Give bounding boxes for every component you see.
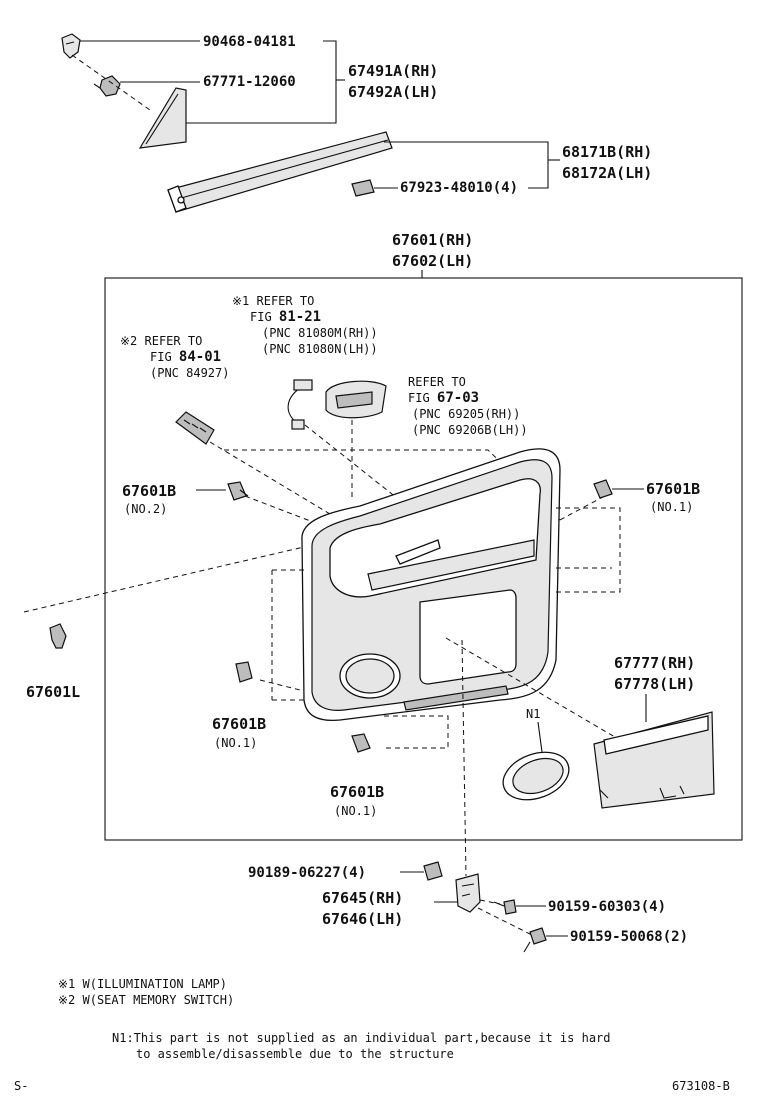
door-lower-cover-icon bbox=[593, 711, 715, 809]
label-67777: 67777(RH) bbox=[614, 654, 695, 672]
note-n1-line1: N1:This part is not supplied as an indiv… bbox=[112, 1031, 611, 1045]
clip-67601b-lower-icon bbox=[235, 661, 253, 683]
label-no1-bottom: (NO.1) bbox=[334, 804, 377, 818]
label-no1-lower: (NO.1) bbox=[214, 736, 257, 750]
clip-67601b-no2-icon bbox=[227, 481, 249, 501]
label-67491A: 67491A(RH) bbox=[348, 62, 438, 80]
ref1-line3: (PNC 81080M(RH)) bbox=[262, 326, 378, 340]
door-frame-board-icon bbox=[138, 87, 187, 149]
label-68171B: 68171B(RH) bbox=[562, 143, 652, 161]
label-no1-right: (NO.1) bbox=[650, 500, 693, 514]
label-67601b-bottom: 67601B bbox=[330, 783, 384, 801]
label-90159-60303: 90159-60303(4) bbox=[548, 899, 666, 915]
label-67646: 67646(LH) bbox=[322, 910, 403, 928]
label-67601: 67601(RH) bbox=[392, 231, 473, 249]
ref1-line1: ※1 REFER TO bbox=[232, 294, 314, 308]
label-67778: 67778(LH) bbox=[614, 675, 695, 693]
illumination-lamp-harness-icon bbox=[287, 379, 313, 430]
ref1-line4: (PNC 81080N(LH)) bbox=[262, 342, 378, 356]
label-no2: (NO.2) bbox=[124, 502, 167, 516]
note-illumination-lamp: ※1 W(ILLUMINATION LAMP) bbox=[58, 977, 227, 991]
door-panel-assembly-frame bbox=[104, 277, 743, 841]
label-67602: 67602(LH) bbox=[392, 252, 473, 270]
clip-67601b-bottom-icon bbox=[351, 733, 371, 753]
note-seat-memory-switch: ※2 W(SEAT MEMORY SWITCH) bbox=[58, 993, 234, 1007]
label-67601l: 67601L bbox=[26, 683, 80, 701]
screw-50068-icon bbox=[523, 927, 547, 953]
clip-67601b-right-icon bbox=[593, 479, 613, 499]
inside-handle-icon bbox=[325, 380, 387, 419]
label-68172A: 68172A(LH) bbox=[562, 164, 652, 182]
label-67923-48010: 67923-48010(4) bbox=[400, 180, 518, 196]
footer-right-figure-id: 673108-B bbox=[672, 1079, 730, 1093]
label-90159-50068: 90159-50068(2) bbox=[570, 929, 688, 945]
note-n1-line2: to assemble/disassemble due to the struc… bbox=[136, 1047, 454, 1061]
clip-67771-icon bbox=[93, 75, 121, 97]
ref1-line2: FIG 81-21 bbox=[250, 309, 321, 325]
footer-left: S- bbox=[14, 1079, 28, 1093]
ref2-line3: (PNC 84927) bbox=[150, 366, 229, 380]
label-67645: 67645(RH) bbox=[322, 889, 403, 907]
clip-90189-icon bbox=[423, 861, 443, 881]
ref3-line1: REFER TO bbox=[408, 375, 466, 389]
label-67601b-no2: 67601B bbox=[122, 482, 176, 500]
door-inside-handle-bracket-icon bbox=[455, 873, 481, 913]
door-weatherstrip-icon bbox=[167, 131, 393, 213]
ref3-line4: (PNC 69206B(LH)) bbox=[412, 423, 528, 437]
ref2-line2: FIG 84-01 bbox=[150, 349, 221, 365]
label-n1: N1 bbox=[526, 707, 540, 721]
speaker-grille-icon bbox=[502, 751, 570, 801]
ref3-line2: FIG 67-03 bbox=[408, 390, 479, 406]
ref2-line1: ※2 REFER TO bbox=[120, 334, 202, 348]
label-67492A: 67492A(LH) bbox=[348, 83, 438, 101]
door-trim-panel-icon bbox=[301, 448, 561, 722]
label-67771-12060: 67771-12060 bbox=[203, 74, 296, 90]
label-90468-04181: 90468-04181 bbox=[203, 34, 296, 50]
clip-67923-icon bbox=[351, 179, 375, 197]
clip-90468-icon bbox=[61, 33, 81, 59]
seat-memory-switch-icon bbox=[175, 411, 215, 445]
clip-67601l-icon bbox=[49, 623, 67, 649]
screw-60303-icon bbox=[493, 899, 517, 915]
label-67601b-right: 67601B bbox=[646, 480, 700, 498]
label-67601b-lower: 67601B bbox=[212, 715, 266, 733]
ref3-line3: (PNC 69205(RH)) bbox=[412, 407, 520, 421]
label-90189-06227: 90189-06227(4) bbox=[248, 865, 366, 881]
